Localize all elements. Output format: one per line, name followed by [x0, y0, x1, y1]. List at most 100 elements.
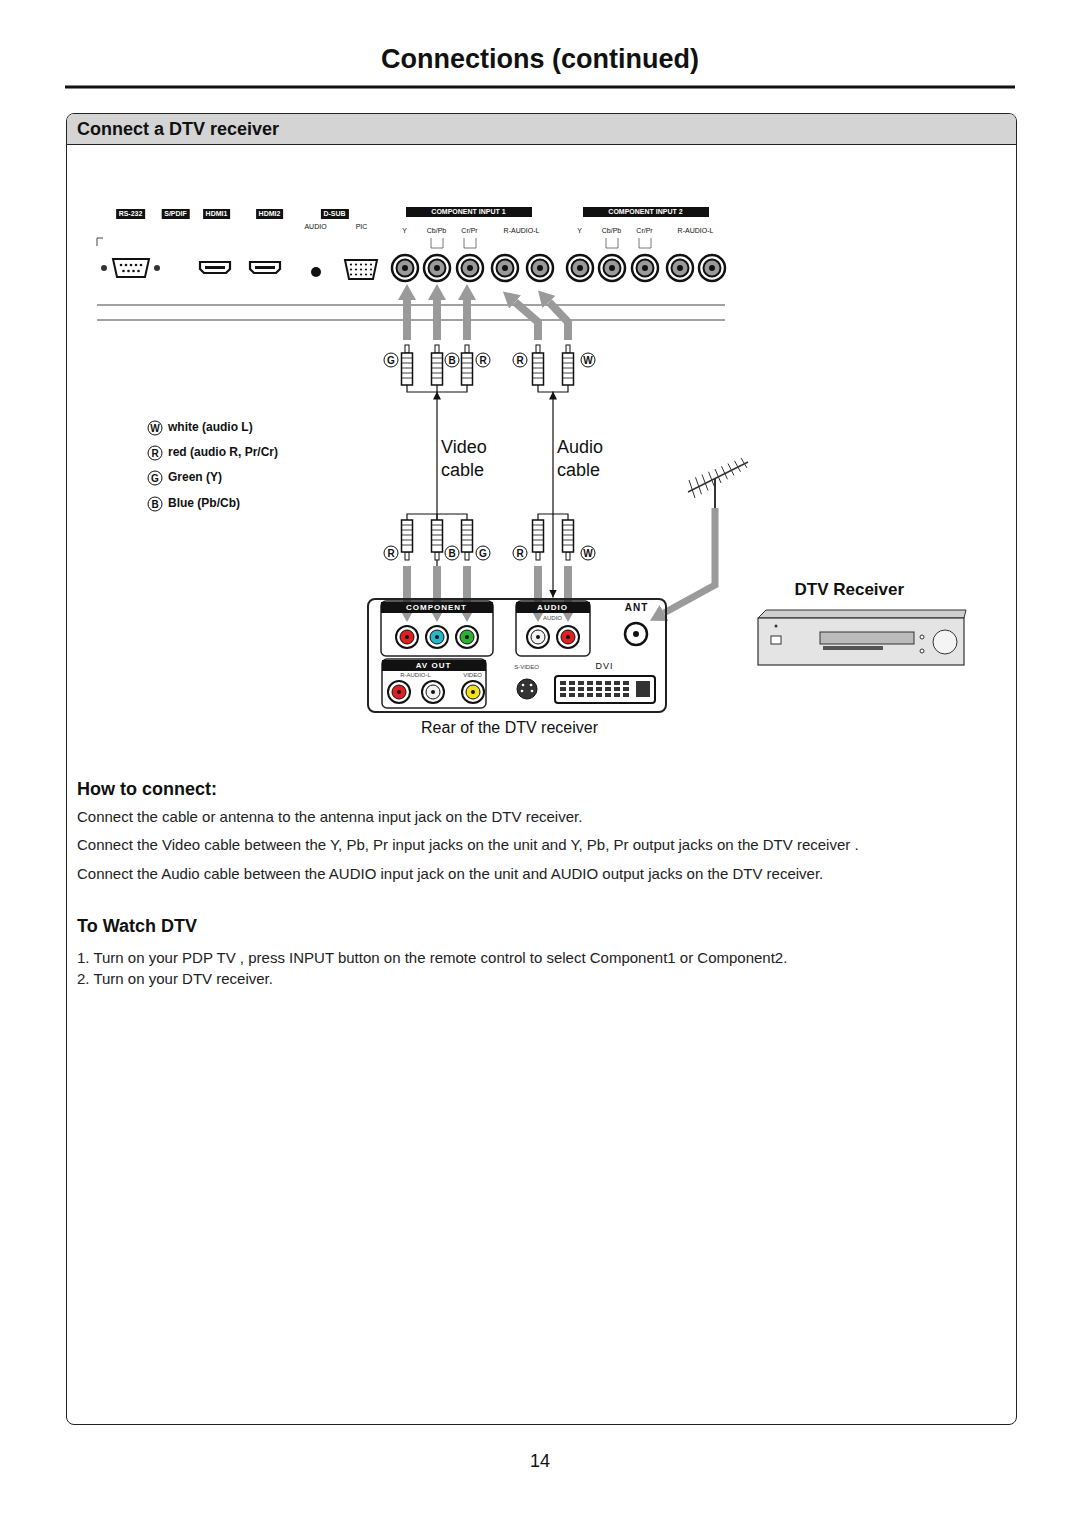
- rca-jack: [604, 260, 621, 277]
- rca-plug: [432, 520, 443, 560]
- insert-arrow: [463, 566, 471, 606]
- pin: [605, 681, 611, 685]
- disc-slot: [820, 632, 914, 644]
- hdmi-port: [250, 262, 280, 273]
- insert-arrow: [403, 300, 411, 340]
- legend-text: white (audio L): [168, 421, 253, 435]
- port-label: COMPONENT INPUT 1: [406, 207, 532, 217]
- rca-plug: [563, 520, 574, 560]
- plug-body: [432, 353, 443, 385]
- screw: [154, 265, 160, 271]
- port-label: D-SUB: [320, 209, 348, 219]
- plug-pin: [405, 345, 409, 353]
- antenna-element: [722, 466, 728, 479]
- port-label: Cr/Pr: [461, 227, 477, 235]
- pin: [355, 263, 357, 265]
- plug-grip: [432, 525, 443, 526]
- plug-grip: [402, 363, 413, 364]
- port-label: VIDEO: [463, 672, 482, 679]
- plug-body: [462, 353, 473, 385]
- rca-jack: [527, 626, 549, 648]
- legend-text: Blue (Pb/Cb): [168, 497, 240, 511]
- rca-plug: [533, 345, 544, 385]
- plug-grip: [563, 535, 574, 536]
- color-code: R: [384, 546, 399, 561]
- plug-grip: [533, 363, 544, 364]
- dtv-receiver: DTV Receiver: [756, 578, 968, 670]
- plug-grip: [563, 368, 574, 369]
- port-label: AUDIO: [304, 223, 326, 231]
- button: [920, 649, 924, 653]
- step: 2. Turn on your DTV receiver.: [77, 970, 1017, 987]
- vga-port: [345, 260, 377, 279]
- pin: [614, 687, 620, 691]
- pin: [596, 681, 602, 685]
- rca-jack: [457, 255, 483, 281]
- plug-body: [402, 520, 413, 552]
- plug-grip: [432, 545, 443, 546]
- ant-jack: [625, 623, 647, 645]
- rca-plug: [563, 345, 574, 385]
- insert-arrow: [433, 300, 441, 340]
- plug-grip: [563, 363, 574, 364]
- color-code: W: [581, 546, 596, 561]
- plug-grip: [402, 373, 413, 374]
- rca-jack: [462, 260, 479, 277]
- port-label: R-AUDIO-L: [678, 227, 714, 235]
- plug-grip: [462, 535, 473, 536]
- rca-jack: [456, 626, 478, 648]
- plug-pin: [435, 345, 439, 353]
- pin: [578, 681, 584, 685]
- port-label: S/PDIF: [161, 209, 190, 219]
- instruction: Connect the cable or antenna to the ante…: [77, 808, 1017, 825]
- rca-plug: [462, 520, 473, 560]
- rca-jack: [566, 635, 570, 639]
- port-label: AUDIO: [543, 615, 562, 622]
- insert-arrow: [463, 300, 471, 340]
- port-label: R-AUDIO-L: [400, 672, 431, 679]
- antenna-element: [696, 477, 702, 494]
- antenna-element: [735, 461, 741, 472]
- color-code: G: [384, 353, 399, 368]
- page-number: 14: [530, 1451, 550, 1472]
- rca-jack: [397, 260, 414, 277]
- instruction: Connect the Video cable between the Y, P…: [77, 836, 1017, 853]
- pin: [360, 268, 362, 270]
- pin: [365, 273, 367, 275]
- plug-grip: [432, 363, 443, 364]
- rca-jack: [429, 260, 446, 277]
- plug-grip: [402, 535, 413, 536]
- rca-jack: [532, 260, 549, 277]
- rca-jack: [431, 690, 435, 694]
- jack-group: [381, 601, 493, 656]
- plug-grip: [533, 525, 544, 526]
- color-code: G: [476, 546, 491, 561]
- pin: [360, 273, 362, 275]
- rca-jack: [572, 260, 589, 277]
- legend-code: B: [148, 497, 163, 512]
- rca-plug: [402, 520, 413, 560]
- plug-grip: [462, 358, 473, 359]
- pin: [137, 270, 140, 273]
- pin: [125, 264, 128, 267]
- rca-jack: [392, 255, 418, 281]
- rca-jack: [397, 690, 401, 694]
- dial: [933, 630, 957, 654]
- plug-grip: [462, 368, 473, 369]
- port-label: DVI: [595, 661, 613, 671]
- rca-jack: [502, 265, 508, 271]
- pin: [127, 270, 130, 273]
- plug-body: [563, 353, 574, 385]
- insert-arrow: [549, 302, 568, 340]
- section-header: Connect a DTV receiver: [67, 114, 1016, 145]
- plug-grip: [432, 378, 443, 379]
- rca-plug: [432, 345, 443, 385]
- pin: [596, 687, 602, 691]
- pin: [140, 264, 143, 267]
- rca-jack: [492, 255, 518, 281]
- cable-label: Video cable: [441, 436, 493, 482]
- pin: [370, 273, 372, 275]
